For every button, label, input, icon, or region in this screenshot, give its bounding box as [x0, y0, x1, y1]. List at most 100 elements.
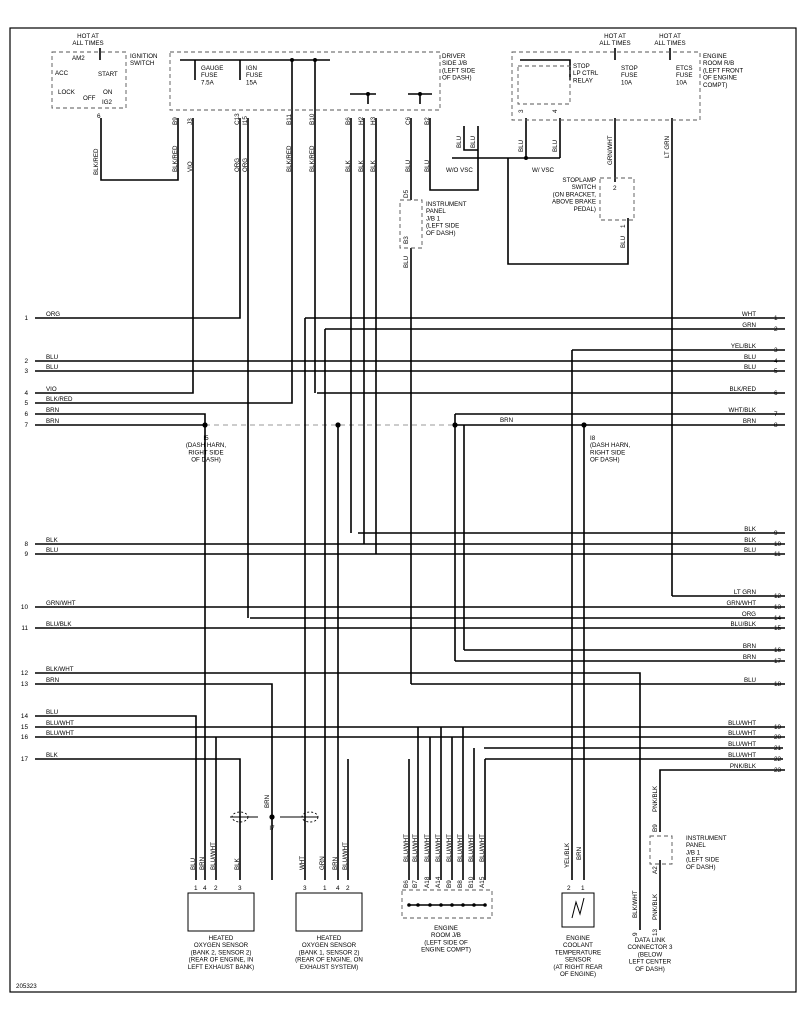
wire-color: BLK/RED	[730, 386, 757, 393]
w-vsc-label: W/ VSC	[532, 167, 555, 174]
right-terminal-number: 3	[774, 347, 778, 354]
o2-bank2-label: OXYGEN SENSOR	[194, 942, 249, 949]
wire-color: BLK/RED	[309, 145, 316, 172]
engine-jb-label: ROOM J/B	[431, 932, 461, 939]
engine-rb-label: OF ENGINE	[703, 75, 737, 82]
wire-color: BRN	[743, 643, 756, 650]
pin-number: 4	[336, 885, 340, 892]
engine-room-rb-box	[511, 51, 701, 121]
wire-color: BRN	[743, 418, 756, 425]
pin-number: 2	[613, 185, 617, 192]
stop-fuse-label: STOP	[621, 65, 638, 72]
pin-number: B10	[309, 113, 316, 125]
wire-color: PNK/BLK	[652, 785, 659, 812]
pin-number: 9	[632, 932, 639, 936]
wire-color: BLK	[234, 857, 241, 870]
o2-bank1-label: HEATED	[317, 935, 342, 942]
hot-at-all-times-label: HOT AT	[77, 33, 99, 40]
pin-number: B9	[652, 824, 659, 832]
pin-number: B6	[403, 880, 410, 888]
pin-number: 2	[346, 885, 350, 892]
gauge-fuse-label: FUSE	[201, 72, 218, 79]
left-terminal-number: 10	[21, 604, 29, 611]
wire-color: BLU/WHT	[728, 720, 756, 727]
wire-color: BLK	[358, 159, 365, 172]
wire-color: ORG	[46, 311, 60, 318]
ip-jb-label: (LEFT SIDE	[686, 857, 719, 864]
wire-color: BLU	[456, 136, 463, 148]
ignition-position: OFF	[83, 95, 96, 102]
pin-number: H2	[358, 116, 365, 125]
ignition-switch-label: IGNITION	[130, 53, 158, 60]
pin-number: A18	[424, 876, 431, 888]
hot-at-all-times-label: ALL TIMES	[654, 40, 685, 47]
right-terminal-number: 21	[774, 745, 782, 752]
etcs-fuse-label: 10A	[676, 79, 688, 86]
wire-color: BLU	[744, 354, 756, 361]
wire-color: BLU/WHT	[342, 842, 349, 870]
gauge-fuse-label: 7.5A	[201, 79, 215, 86]
ip-jb-label: OF DASH)	[426, 230, 456, 237]
pin-number: 1	[194, 885, 198, 892]
left-terminal-number: 16	[21, 734, 29, 741]
wire-color: BLU/WHT	[210, 842, 217, 870]
wire-color: GRN/WHT	[726, 600, 756, 607]
wire-color: YEL/BLK	[731, 343, 757, 350]
wire-color: BLU	[744, 677, 756, 684]
wire-color: BLK/RED	[286, 145, 293, 172]
ip-jb-label: PANEL	[686, 842, 706, 849]
dlc3-label: OF DASH)	[635, 966, 665, 973]
wire-color: BLK/RED	[93, 148, 100, 175]
ignition-position: AM2	[72, 55, 85, 62]
ip-jb-label: J/B 1	[686, 849, 701, 856]
wire-color: BLK/RED	[172, 145, 179, 172]
ip-jb-label: PANEL	[426, 208, 446, 215]
wire-color: BLU	[46, 547, 58, 554]
pin-number: B9	[446, 880, 453, 888]
hot-at-all-times-label: HOT AT	[604, 33, 626, 40]
pin-number: B9	[172, 117, 179, 125]
wire-color: BLU/WHT	[46, 730, 74, 737]
wo-vsc-label: W/O VSC	[446, 167, 473, 174]
ect-sensor-label: SENSOR	[565, 957, 592, 964]
left-terminal-number: 7	[24, 422, 28, 429]
splice-i7-label: I7	[269, 825, 275, 832]
wire-color: BLK/WHT	[632, 890, 639, 918]
ignition-switch-box	[51, 51, 127, 109]
o2-bank1-label: OXYGEN SENSOR	[302, 942, 357, 949]
pin-number: C13	[234, 113, 241, 125]
right-terminal-number: 14	[774, 615, 782, 622]
gauge-fuse-label: GAUGE	[201, 65, 223, 72]
wire-color: BLU/WHT	[728, 752, 756, 759]
right-terminal-number: 15	[774, 625, 782, 632]
stop-relay-box	[517, 65, 571, 105]
wire-color: WHT/BLK	[728, 407, 756, 414]
pin-number: 2	[214, 885, 218, 892]
stop-fuse-label: FUSE	[621, 72, 638, 79]
wire-color: BLU	[46, 354, 58, 361]
wire-color: BLU	[518, 140, 525, 152]
ign-fuse-label: 15A	[246, 79, 258, 86]
o2-bank2-label: (REAR OF ENGINE, IN	[189, 957, 254, 964]
wire-color: BLU/WHT	[435, 834, 442, 862]
pin-number: C6	[405, 116, 412, 125]
ip-jb-label: J/B 1	[426, 215, 441, 222]
splice-i5-label: OF DASH)	[191, 457, 221, 464]
wire-color: BLU	[424, 160, 431, 172]
left-terminal-number: 6	[24, 411, 28, 418]
o2-bank2-label: HEATED	[209, 935, 234, 942]
ignition-switch-label: SWITCH	[130, 60, 154, 67]
stoplamp-switch-label: PEDAL)	[574, 206, 596, 213]
pin-number: B7	[412, 880, 419, 888]
ect-sensor-label: COOLANT	[563, 942, 593, 949]
pin-number: A14	[435, 876, 442, 888]
wire-color: BLU/BLK	[731, 621, 757, 628]
right-terminal-number: 4	[774, 358, 778, 365]
o2-bank2-body	[187, 892, 255, 932]
stop-relay-label: LP CTRL	[573, 70, 599, 77]
wire-color: BLK	[370, 159, 377, 172]
left-terminal-number: 2	[24, 358, 28, 365]
right-terminal-number: 7	[774, 411, 778, 418]
pin-number: 3	[518, 109, 525, 113]
